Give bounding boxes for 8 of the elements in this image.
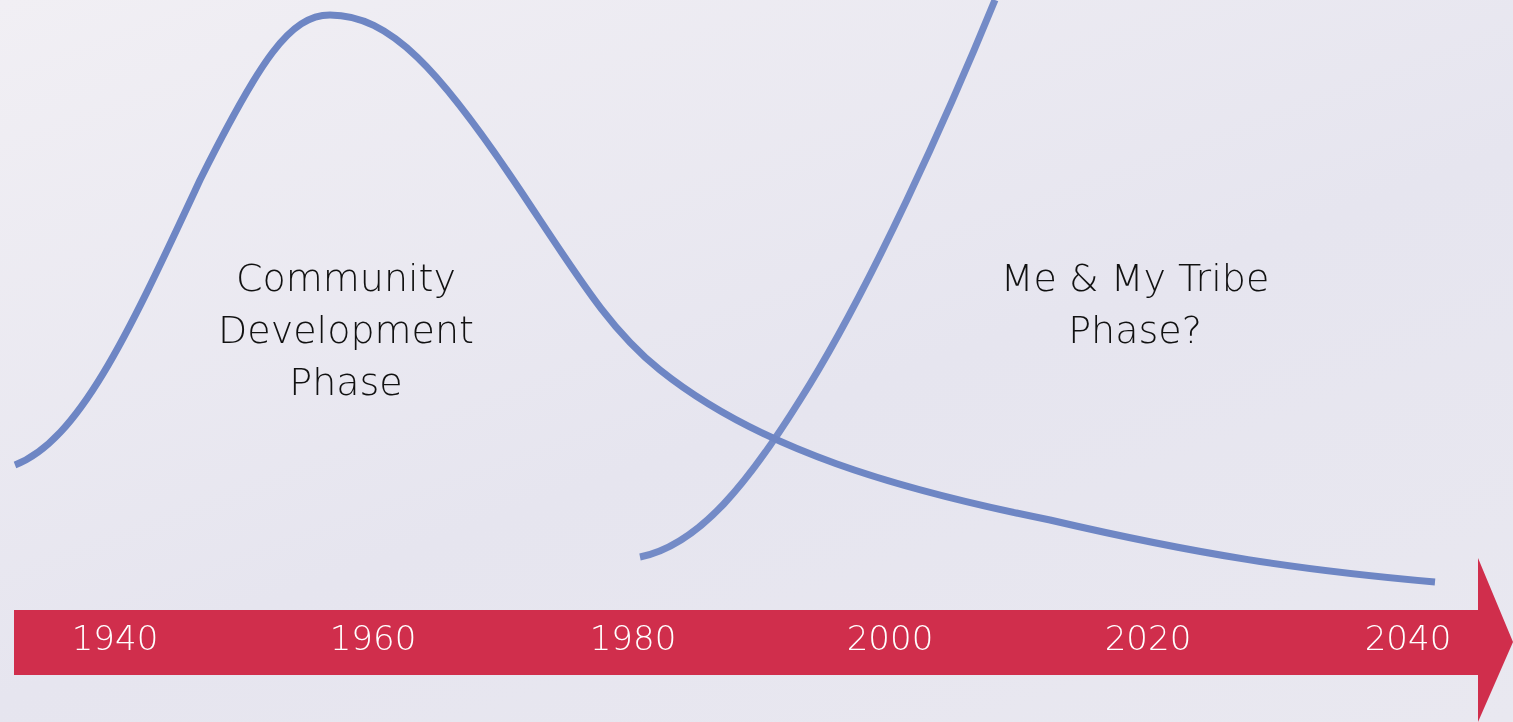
year-label: 2040 [1363,618,1453,658]
phase-label: Me & My Tribe Phase? [1000,255,1270,354]
year-label: 1980 [588,618,678,658]
year-label: 1960 [328,618,418,658]
year-label: 2000 [845,618,935,658]
year-label: 1940 [70,618,160,658]
year-label: 2020 [1103,618,1193,658]
phase-label: Community Development Phase [217,255,475,406]
